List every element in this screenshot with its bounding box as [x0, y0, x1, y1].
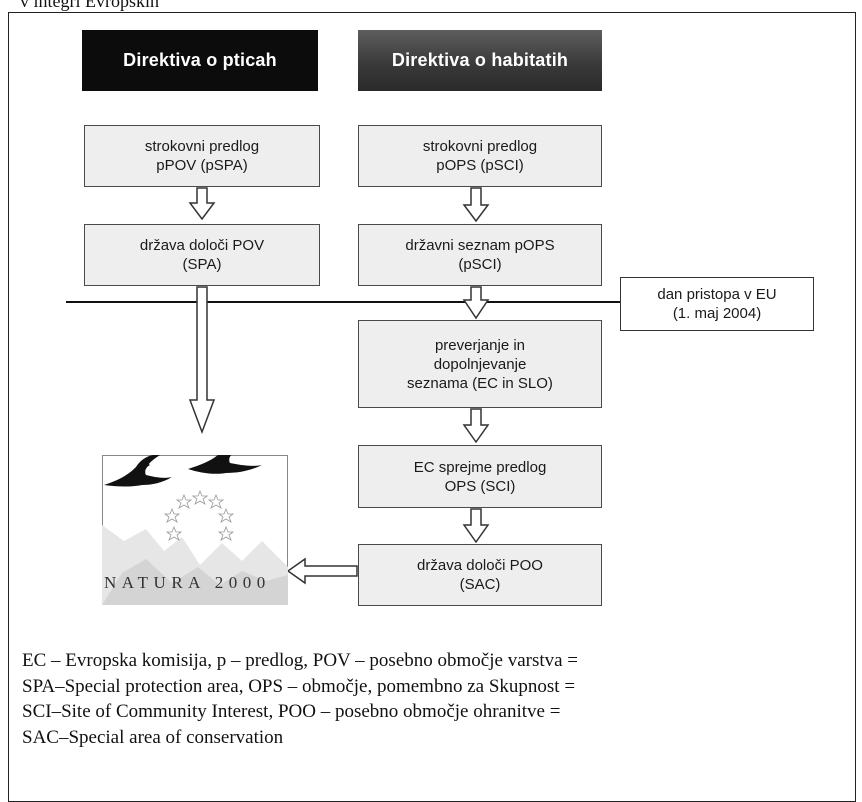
page-top-fragment: v integri Evropskih — [20, 0, 159, 11]
box-review-and-complete: preverjanje in dopolnjevanje seznama (EC… — [358, 320, 602, 408]
box-pspa-line2: pPOV (pSPA) — [156, 157, 248, 174]
box-ec-adopts-sci: EC sprejme predlog OPS (SCI) — [358, 445, 602, 508]
arrow-left-long-icon — [188, 286, 216, 435]
box-national-list-line1: državni seznam pOPS — [405, 237, 555, 254]
accession-line2: (1. maj 2004) — [672, 305, 762, 322]
arrow-right-4-icon — [462, 508, 490, 544]
natura-2000-logo-text: NATURA 2000 — [104, 573, 271, 592]
box-psci-national-list: državni seznam pOPS (pSCI) — [358, 224, 602, 286]
figure-caption: EC – Evropska komisija, p – predlog, POV… — [22, 648, 842, 750]
accession-date-callout: dan pristopa v EU (1. maj 2004) — [620, 277, 814, 331]
box-spa-designation: država določi POV (SPA) — [84, 224, 320, 286]
habitats-directive-header: Direktiva o habitatih — [358, 30, 602, 91]
arrow-right-3-icon — [462, 408, 490, 444]
box-sac-line1: država določi POO — [417, 557, 543, 574]
box-national-list-line2: (pSCI) — [458, 256, 502, 273]
box-review-line2: dopolnjevanje — [433, 355, 527, 373]
box-psci-proposal: strokovni predlog pOPS (pSCI) — [358, 125, 602, 187]
caption-line-1: EC – Evropska komisija, p – predlog, POV… — [22, 650, 579, 671]
caption-line-2: SPA–Special protection area, OPS – območ… — [22, 675, 576, 697]
accession-line1: dan pristopa v EU — [657, 286, 777, 303]
caption-line-4: SAC–Special area of conservation — [22, 726, 284, 748]
box-ec-adopts-line1: EC sprejme predlog — [413, 458, 547, 476]
box-sac-designation: država določi POO (SAC) — [358, 544, 602, 606]
arrow-to-logo-icon — [286, 557, 358, 585]
arrow-left-1-icon — [188, 187, 216, 221]
box-psci-line2: pOPS (pSCI) — [436, 157, 524, 174]
arrow-right-2-icon — [462, 286, 490, 320]
box-pspa-line1: strokovni predlog — [144, 138, 260, 155]
box-sac-line2: (SAC) — [459, 576, 501, 593]
birds-directive-header: Direktiva o pticah — [82, 30, 318, 91]
box-spa-line2: (SPA) — [182, 256, 222, 273]
box-ec-adopts-line2: OPS (SCI) — [444, 477, 516, 495]
arrow-right-1-icon — [462, 187, 490, 223]
box-spa-line1: država določi POV — [139, 237, 265, 254]
caption-line-3: SCI–Site of Community Interest, POO – po… — [22, 701, 561, 722]
box-review-line3: seznama (EC in SLO) — [407, 374, 553, 392]
natura-2000-logo-icon — [102, 455, 288, 605]
box-pspa-proposal: strokovni predlog pPOV (pSPA) — [84, 125, 320, 187]
box-psci-line1: strokovni predlog — [422, 138, 538, 155]
accession-divider-line — [66, 301, 620, 303]
box-review-line1: preverjanje in — [434, 336, 526, 354]
